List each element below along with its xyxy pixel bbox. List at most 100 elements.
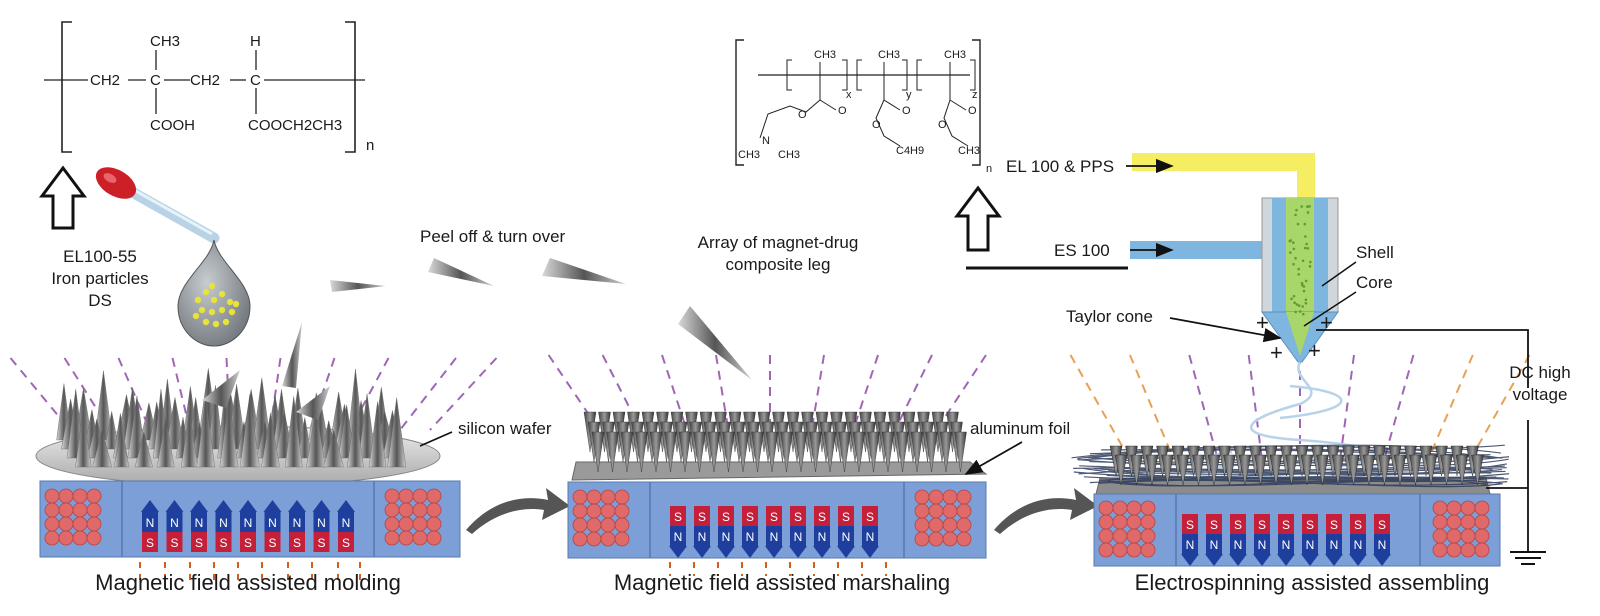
taylor-cone-label: Taylor cone [1066,307,1153,326]
charge-plus-1: + [1256,310,1269,335]
formula1-h: H [250,33,261,50]
up-arrow-right [954,185,1002,252]
magnet-pole-label: S [195,536,203,550]
magnet-pole-label: S [1330,518,1338,532]
transition-arrow-1 [466,488,570,534]
formula2-ch3-f: CH3 [958,145,980,157]
formula1-ester: COOCH2CH3 [248,117,342,134]
magnet-pole-label: N [1234,538,1243,552]
magnet-pole-label: S [146,536,154,550]
formula2-oxygen-f: O [938,119,947,131]
magnet-pole-label: N [1354,538,1363,552]
formula2-nitrogen: N [762,135,770,147]
magnet-pole-label: N [866,530,875,544]
magnet-pole-label: N [794,530,803,544]
caption-marshaling: Magnetic field assisted marshaling [614,570,950,595]
formula1-ch3: CH3 [150,33,180,50]
shell-label: Shell [1356,243,1394,262]
formula2-repeat-n: n [986,163,992,175]
magnet-pole-label: S [244,536,252,550]
charge-plus-4: + [1308,338,1321,363]
array-label-line1: Array of magnet-drug [698,233,859,252]
peel-off-label: Peel off & turn over [420,227,566,246]
magnet-pole-label: N [268,516,277,530]
magnet-pole-label: S [1306,518,1314,532]
caption-molding: Magnetic field assisted molding [95,570,401,595]
aluminum-foil-label: aluminum foil [970,419,1070,438]
polymer-formula-eudragit: CH3 CH3 CH3 x y z O O O O O O N CH3 CH3 … [735,39,992,175]
magnet-pole-label: S [1354,518,1362,532]
caption-assembling: Electrospinning assisted assembling [1135,570,1490,595]
magnet-pole-label: S [219,536,227,550]
es100-label: ES 100 [1054,241,1110,260]
magnet-pole-label: N [722,530,731,544]
precursor-label-line1: EL100-55 [63,247,137,266]
magnet-pole-label: S [746,510,754,524]
formula2-ch3-c: CH3 [944,49,966,61]
formula2-ch3-d: CH3 [738,149,760,161]
magnet-pole-label: N [698,530,707,544]
formula2-c4h9: C4H9 [896,145,924,157]
magnet-pole-label: S [1378,518,1386,532]
magnet-pole-label: S [770,510,778,524]
magnet-pole-label: S [1234,518,1242,532]
magnet-pole-label: S [1210,518,1218,532]
magnet-pole-label: S [698,510,706,524]
formula1-cooh: COOH [150,117,195,134]
magnet-pole-label: S [268,536,276,550]
formula2-oxygen-a: O [838,105,847,117]
magnet-pole-label: S [842,510,850,524]
polymer-formula-el100-55: CH3 H CH2 C CH2 C COOH COOCH2CH3 n [44,21,374,154]
magnet-pole-label: N [770,530,779,544]
el100-pps-label: EL 100 & PPS [1006,157,1114,176]
magnet-pole-label: S [818,510,826,524]
transition-arrow-2 [994,488,1098,534]
magnet-pole-label: N [195,516,204,530]
magnet-pole-label: S [722,510,730,524]
magnet-pole-label: N [244,516,253,530]
magnet-pole-label: N [219,516,228,530]
formula2-sub-y: y [906,89,912,101]
charge-plus-3: + [1270,340,1283,365]
formula1-carbon-right: C [250,72,261,89]
formula2-oxygen-c: O [968,105,977,117]
formula2-sub-x: x [846,89,852,101]
magnet-pole-label: N [674,530,683,544]
magnet-pole-label: N [818,530,827,544]
array-label-line2: composite leg [726,255,831,274]
magnet-pole-label: N [1210,538,1219,552]
magnet-pole-label: S [674,510,682,524]
magnet-pole-label: S [317,536,325,550]
magnet-pole-label: S [342,536,350,550]
silicon-wafer-label: silicon wafer [458,419,552,438]
magnet-pole-label: S [170,536,178,550]
magnet-pole-label: N [1258,538,1267,552]
magnet-pole-label: N [342,516,351,530]
magnet-pole-label: N [1282,538,1291,552]
magnet-pole-label: N [146,516,155,530]
formula2-ch3-a: CH3 [814,49,836,61]
precursor-label-line2: Iron particles [51,269,148,288]
formula1-ch2-left: CH2 [90,72,120,89]
magnet-pole-label: N [1306,538,1315,552]
dropper-with-drop [95,167,251,347]
formula2-oxygen-b: O [902,105,911,117]
dc-voltage-label-line2: voltage [1513,385,1568,404]
formula2-sub-z: z [972,89,978,101]
dc-voltage-label-line1: DC high [1509,363,1570,382]
magnet-pole-label: N [170,516,179,530]
formula2-ch3-e: CH3 [778,149,800,161]
precursor-label-line3: DS [88,291,112,310]
magnet-pole-label: S [1258,518,1266,532]
floating-spike-b [542,258,626,284]
magnet-pole-label: S [794,510,802,524]
formula2-ch3-b: CH3 [878,49,900,61]
formula2-oxygen-d: O [798,109,807,121]
magnet-pole-label: N [1186,538,1195,552]
core-label: Core [1356,273,1393,292]
floating-spike-c [678,306,752,380]
floating-spike-a [428,258,494,286]
